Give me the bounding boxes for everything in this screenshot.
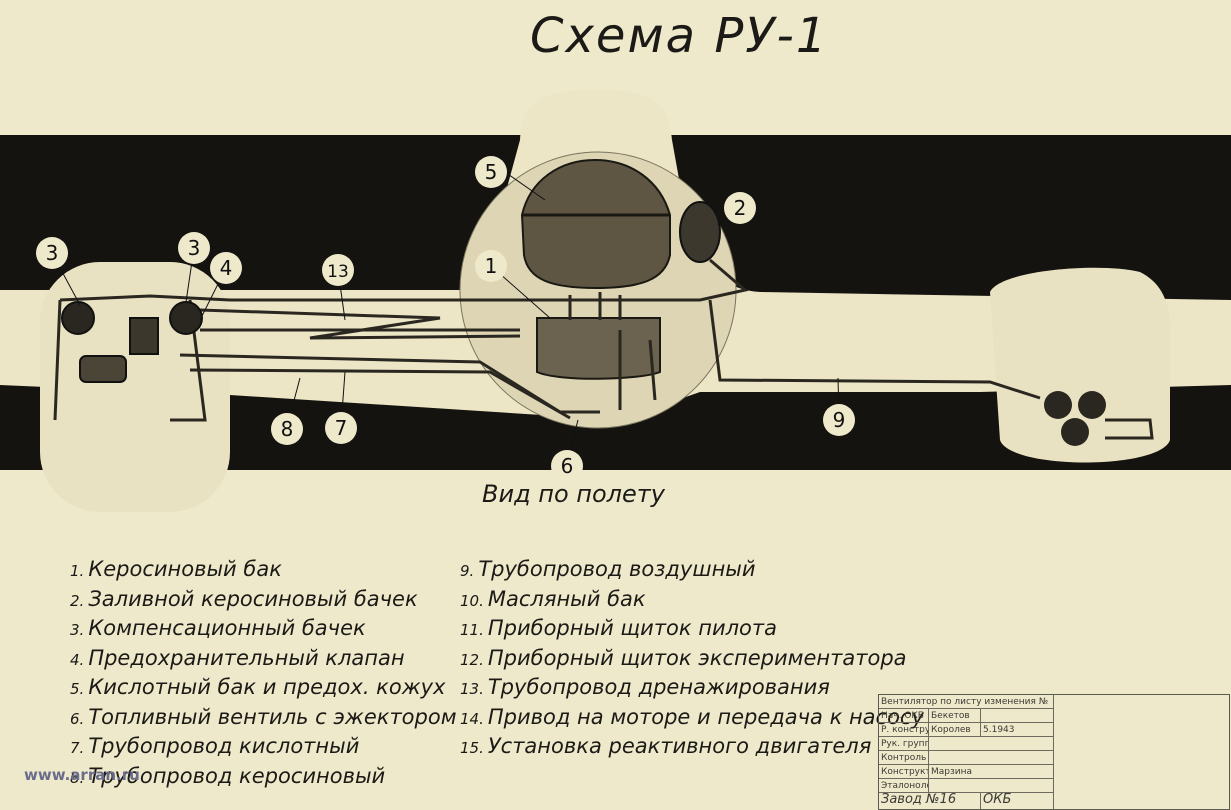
callout-1-label: 1 — [485, 254, 498, 278]
stamp-revision: Вентилятор по листу изменения № — [879, 695, 1054, 709]
callout-4: 4 — [210, 252, 242, 284]
legend-right: 9.Трубопровод воздушный 10.Масляный бак … — [460, 555, 924, 762]
view-caption: Вид по полету — [482, 480, 665, 508]
legend-item: 2.Заливной керосиновый бачек — [70, 586, 418, 611]
callout-7-label: 7 — [335, 416, 348, 440]
legend-item: 7.Трубопровод кислотный — [70, 734, 360, 758]
scheme-title: Схема РУ-1 — [530, 8, 829, 64]
legend-item: 12.Приборный щиток экспериментатора — [460, 645, 907, 670]
callout-2: 2 — [724, 192, 756, 224]
callout-13-label: 13 — [327, 262, 349, 282]
callout-6: 6 — [551, 450, 583, 482]
legend-item: 3.Компенсационный бачек — [70, 616, 366, 640]
right-compensation-tank — [169, 301, 203, 335]
lower-tank — [536, 317, 661, 380]
left-compensation-tank — [61, 301, 95, 335]
legend-item: 6.Топливный вентиль с эжектором — [70, 704, 457, 729]
legend-item: 8.Трубопровод керосиновый — [70, 763, 386, 788]
legend-item: 5.Кислотный бак и предох. кожух — [70, 675, 446, 699]
callout-2-label: 2 — [734, 196, 747, 220]
callout-1: 1 — [475, 250, 507, 282]
callout-5: 5 — [475, 156, 507, 188]
callout-3-left: 3 — [36, 237, 68, 269]
callout-3-right: 3 — [178, 232, 210, 264]
upper-tank — [520, 158, 671, 290]
callout-9: 9 — [823, 404, 855, 436]
stamp-factory: Завод №16 — [879, 793, 981, 809]
callout-6-label: 6 — [561, 454, 574, 478]
callout-5-label: 5 — [485, 160, 498, 184]
callout-8: 8 — [271, 413, 303, 445]
legend-item: 13.Трубопровод дренажирования — [460, 675, 830, 699]
legend-item: 4.Предохранительный клапан — [70, 645, 405, 670]
callout-3-right-label: 3 — [188, 236, 201, 260]
legend-item: 15.Установка реактивного двигателя — [460, 734, 872, 758]
callout-4-label: 4 — [220, 256, 233, 280]
callout-3-left-label: 3 — [46, 241, 59, 265]
callout-8-label: 8 — [281, 417, 294, 441]
legend-item: 10.Масляный бак — [460, 586, 646, 611]
legend-item: 14.Привод на моторе и передача к насосу — [460, 704, 924, 729]
legend-item: 1.Керосиновый бак — [70, 557, 282, 581]
callout-13: 13 — [322, 254, 354, 286]
legend-item: 11.Приборный щиток пилота — [460, 616, 778, 640]
stamp-okb: ОКБ — [981, 793, 1054, 809]
scheme-drawing: 1 2 3 3 4 5 6 7 8 9 13 — [0, 135, 1231, 482]
title-block-stamp: Вентилятор по листу изменения № Нач. ОКБ… — [878, 694, 1230, 810]
relief-valve — [129, 317, 159, 355]
legend-item: 9.Трубопровод воздушный — [460, 557, 756, 581]
watermark: www.arran.ru — [24, 766, 140, 784]
instrument-panel — [1044, 391, 1106, 446]
filler-tank — [679, 201, 721, 263]
callout-7: 7 — [325, 412, 357, 444]
right-housing — [990, 267, 1170, 463]
legend-left: 1.Керосиновый бак 2.Заливной керосиновый… — [70, 555, 457, 791]
callout-9-label: 9 — [833, 408, 846, 432]
